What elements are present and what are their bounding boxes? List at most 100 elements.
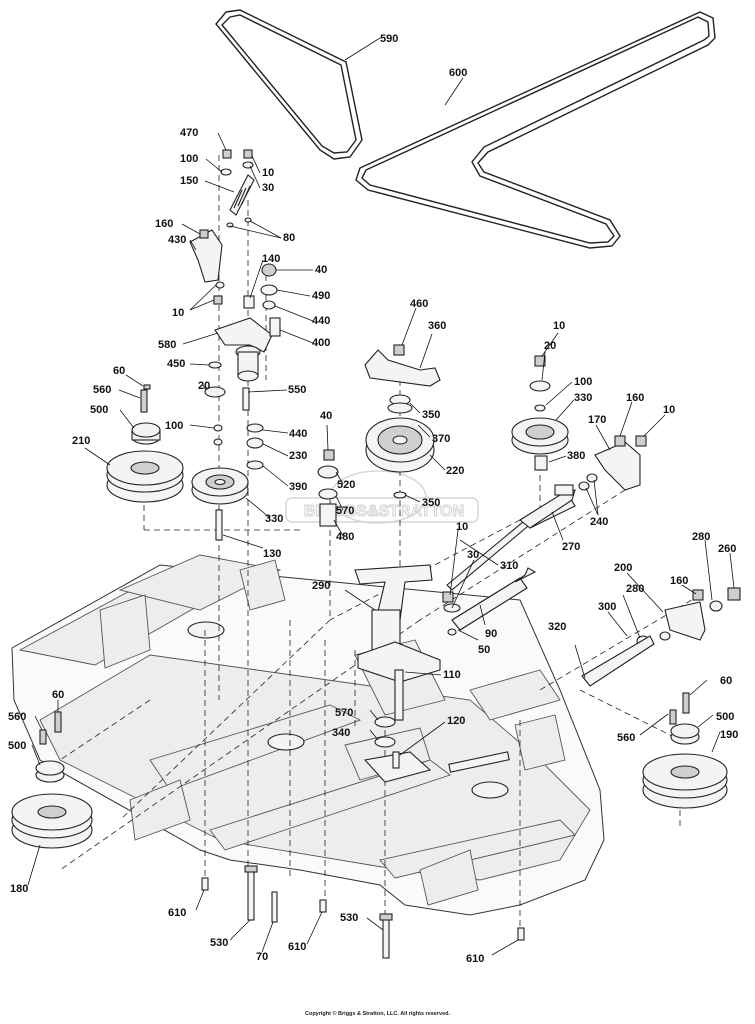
callout-520: 520	[337, 479, 355, 491]
callout-610: 610	[288, 941, 306, 953]
idler-arm-assembly	[189, 149, 281, 470]
mower-deck	[11, 554, 605, 916]
pulley-180	[11, 711, 93, 849]
callout-390: 390	[289, 481, 307, 493]
pulley-210	[106, 384, 184, 503]
callout-10: 10	[172, 307, 184, 319]
callout-550: 550	[288, 384, 306, 396]
callout-570: 570	[335, 707, 353, 719]
callout-270: 270	[562, 541, 580, 553]
bracket-200-assembly	[581, 587, 741, 687]
callout-570: 570	[336, 505, 354, 517]
callout-280: 280	[692, 531, 710, 543]
callout-290: 290	[312, 580, 330, 592]
callout-40: 40	[320, 410, 332, 422]
callout-470: 470	[180, 127, 198, 139]
callout-160: 160	[670, 575, 688, 587]
leader-lines	[27, 37, 735, 956]
callout-240: 240	[590, 516, 608, 528]
callout-580: 580	[158, 339, 176, 351]
callout-230: 230	[289, 450, 307, 462]
idler-bracket-assembly	[317, 344, 441, 527]
callout-560: 560	[8, 711, 26, 723]
callout-440: 440	[312, 315, 330, 327]
callout-100: 100	[180, 153, 198, 165]
callout-10: 10	[663, 404, 675, 416]
callout-430: 430	[168, 234, 186, 246]
bracket-170	[578, 435, 647, 491]
callout-10: 10	[262, 167, 274, 179]
callout-370: 370	[432, 433, 450, 445]
bracket-270	[519, 484, 576, 529]
callout-450: 450	[167, 358, 185, 370]
callout-340: 340	[332, 727, 350, 739]
pivot-arm-290	[354, 564, 441, 783]
callout-120: 120	[447, 715, 465, 727]
callout-160: 160	[626, 392, 644, 404]
callout-160: 160	[155, 218, 173, 230]
callout-90: 90	[485, 628, 497, 640]
callout-300: 300	[598, 601, 616, 613]
callout-30: 30	[467, 549, 479, 561]
pulley-190	[642, 692, 728, 809]
callout-20: 20	[198, 380, 210, 392]
bolts-bottom	[201, 865, 525, 959]
callout-150: 150	[180, 175, 198, 187]
callout-60: 60	[113, 365, 125, 377]
callout-350: 350	[422, 497, 440, 509]
callout-320: 320	[548, 621, 566, 633]
callout-500: 500	[8, 740, 26, 752]
svg-text:BRIGGS&STRATTON: BRIGGS&STRATTON	[304, 503, 464, 520]
callout-600: 600	[449, 67, 467, 79]
callout-310: 310	[500, 560, 518, 572]
callout-440: 440	[289, 428, 307, 440]
callout-210: 210	[72, 435, 90, 447]
callout-220: 220	[446, 465, 464, 477]
callout-170: 170	[588, 414, 606, 426]
callout-190: 190	[720, 729, 738, 741]
callout-100: 100	[574, 376, 592, 388]
callout-180: 180	[10, 883, 28, 895]
callout-500: 500	[90, 404, 108, 416]
callout-480: 480	[336, 531, 354, 543]
callout-530: 530	[210, 937, 228, 949]
belt-600	[355, 11, 716, 249]
callout-70: 70	[256, 951, 268, 963]
callout-20: 20	[544, 340, 556, 352]
callout-280: 280	[626, 583, 644, 595]
pulley-330-right	[511, 355, 569, 471]
callout-360: 360	[428, 320, 446, 332]
callout-30: 30	[262, 182, 274, 194]
callout-labels: 590 600 470 100 10 30 150 160 430 80 140…	[8, 33, 738, 965]
watermark: BRIGGS&STRATTON	[285, 470, 479, 524]
callout-590: 590	[380, 33, 398, 45]
callout-530: 530	[340, 912, 358, 924]
callout-560: 560	[617, 732, 635, 744]
callout-140: 140	[262, 253, 280, 265]
callout-80: 80	[283, 232, 295, 244]
callout-50: 50	[478, 644, 490, 656]
callout-400: 400	[312, 337, 330, 349]
spring-90	[442, 567, 537, 636]
pulley-330-left	[191, 467, 249, 541]
callout-490: 490	[312, 290, 330, 302]
belt-590	[215, 9, 363, 160]
callout-10: 10	[456, 521, 468, 533]
callout-60: 60	[52, 689, 64, 701]
callout-110: 110	[443, 669, 461, 681]
callout-610: 610	[168, 907, 186, 919]
callout-260: 260	[718, 543, 736, 555]
callout-560: 560	[93, 384, 111, 396]
callout-60: 60	[720, 675, 732, 687]
callout-380: 380	[567, 450, 585, 462]
callout-330: 330	[265, 513, 283, 525]
callout-40: 40	[315, 264, 327, 276]
callout-330: 330	[574, 392, 592, 404]
callout-200: 200	[614, 562, 632, 574]
callout-500: 500	[716, 711, 734, 723]
callout-130: 130	[263, 548, 281, 560]
callout-610: 610	[466, 953, 484, 965]
callout-10: 10	[553, 320, 565, 332]
callout-100: 100	[165, 420, 183, 432]
